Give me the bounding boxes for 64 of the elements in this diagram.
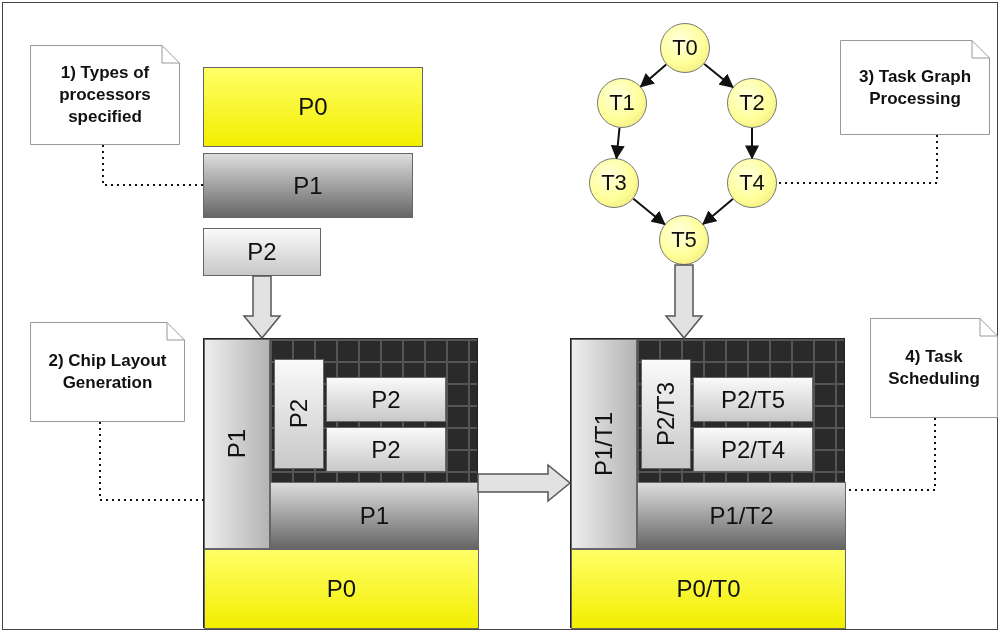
- block-arrow: [242, 275, 282, 340]
- chip-layout: [570, 338, 845, 628]
- leader-line: [102, 144, 204, 186]
- chip-layout: [203, 338, 478, 628]
- block-label: P1/T2: [709, 501, 774, 530]
- processor-block: [637, 482, 846, 549]
- processor-block: [203, 153, 413, 218]
- task-label: T3: [601, 170, 627, 196]
- processor-block: [693, 427, 813, 472]
- processor-block: [274, 359, 324, 469]
- block-label: P1: [359, 501, 390, 530]
- block-label: P1: [293, 171, 323, 200]
- processor-block: [270, 482, 479, 549]
- arrow: [610, 126, 625, 160]
- block-label: P2/T3: [652, 382, 680, 446]
- processor-block: [204, 339, 270, 549]
- block-label: P0: [298, 93, 328, 121]
- task-circle: [727, 78, 777, 128]
- note-text: 3) Task Graph Processing: [857, 65, 973, 110]
- task-circle: [597, 78, 647, 128]
- block-label: P2: [371, 385, 401, 414]
- note-card: [870, 318, 998, 418]
- arrow: [639, 63, 668, 88]
- block-label: P0: [326, 575, 357, 603]
- block-label: P2/T4: [721, 435, 785, 464]
- leader-line: [99, 421, 204, 501]
- arrow: [632, 197, 666, 226]
- task-label: T4: [739, 170, 765, 196]
- note-card: [30, 322, 185, 422]
- block-label: P2: [371, 435, 401, 464]
- task-label: T2: [739, 90, 765, 116]
- processor-block: [571, 549, 846, 629]
- block-arrow: [664, 264, 704, 340]
- note-card: [840, 40, 990, 135]
- processor-block: [571, 339, 637, 549]
- task-label: T5: [671, 227, 697, 253]
- block-arrow: [477, 463, 572, 503]
- arrow: [703, 62, 734, 89]
- processor-block: [326, 377, 446, 422]
- block-label: P1: [223, 429, 251, 459]
- note-text: 4) Task Scheduling: [887, 346, 981, 390]
- note-text: 2) Chip Layout Generation: [47, 350, 168, 394]
- block-label: P2: [247, 238, 277, 266]
- arrow: [702, 198, 734, 225]
- task-circle: [727, 158, 777, 208]
- processor-block: [203, 228, 321, 276]
- task-circle: [659, 215, 709, 265]
- task-circle: [660, 23, 710, 73]
- block-label: P2/T5: [721, 385, 785, 414]
- processor-block: [326, 427, 446, 472]
- block-label: P2: [285, 399, 313, 429]
- processor-block: [203, 67, 423, 147]
- block-label: P0/T0: [676, 575, 741, 603]
- processor-block: [641, 359, 691, 469]
- task-circle: [589, 158, 639, 208]
- task-label: T0: [672, 35, 698, 61]
- note-text: 1) Types of processors specified: [58, 62, 152, 128]
- processor-block: [204, 549, 479, 629]
- processor-block: [693, 377, 813, 422]
- leader-line: [776, 134, 938, 184]
- note-card: [30, 45, 180, 145]
- block-label: P1/T1: [590, 412, 618, 476]
- arrow: [745, 127, 759, 160]
- task-label: T1: [609, 90, 635, 116]
